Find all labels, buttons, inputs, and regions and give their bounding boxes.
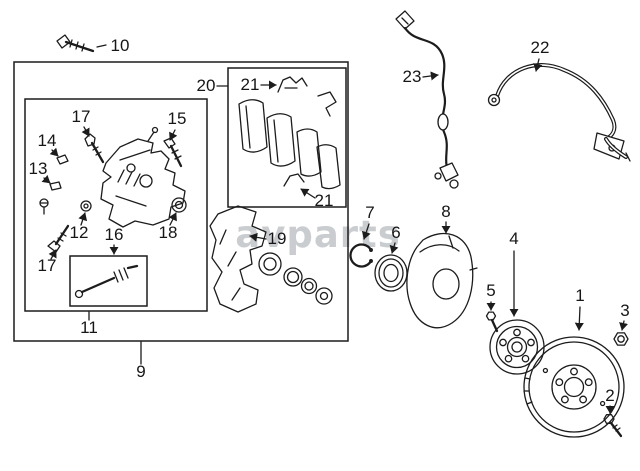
part-18-bushing-boot (168, 197, 187, 226)
part-12-sleeve (78, 200, 92, 226)
callout-18[interactable]: 18 (159, 223, 178, 242)
snap-ring-drawing (349, 223, 373, 268)
callout-10[interactable]: 10 (111, 36, 130, 55)
part-15-guide-bolt (163, 129, 183, 168)
brake-pads-drawing (238, 99, 341, 190)
leader-19 (249, 232, 267, 242)
callout-12[interactable]: 12 (70, 223, 89, 242)
part-3-nut (613, 320, 629, 346)
callout-23[interactable]: 23 (403, 67, 422, 86)
callout-20[interactable]: 20 (197, 76, 216, 95)
callout-8[interactable]: 8 (441, 202, 450, 221)
part-16-guide-pin (74, 244, 139, 299)
brake-rotor-drawing (523, 306, 625, 438)
part-17-lower-bolt (47, 224, 70, 260)
callout-2[interactable]: 2 (605, 386, 614, 405)
callout-6[interactable]: 6 (391, 223, 400, 242)
callout-17-lower[interactable]: 17 (38, 256, 57, 275)
abutment-clip (317, 91, 337, 117)
callout-7[interactable]: 7 (365, 203, 374, 222)
callout-3[interactable]: 3 (620, 301, 629, 320)
callout-14[interactable]: 14 (38, 131, 57, 150)
callout-13[interactable]: 13 (29, 159, 48, 178)
callout-9[interactable]: 9 (136, 362, 145, 381)
callout-11[interactable]: 11 (80, 318, 98, 337)
callout-21-upper[interactable]: 21 (241, 75, 260, 94)
piston-and-seals (258, 252, 333, 305)
callout-22[interactable]: 22 (531, 38, 550, 57)
abs-sensor-drawing (395, 10, 459, 189)
callout-21-lower[interactable]: 21 (315, 191, 334, 210)
part-10-bolt (56, 34, 107, 53)
part-17-upper-bolt (81, 126, 105, 164)
callout-19[interactable]: 19 (268, 229, 287, 248)
wheel-hub-drawing (489, 250, 545, 375)
callout-1[interactable]: 1 (575, 286, 584, 305)
part-2-bolt (603, 405, 623, 438)
part-13-clip (39, 174, 62, 215)
splash-shield-drawing (406, 221, 478, 329)
pad-clip-lower (283, 173, 316, 199)
watermark: avparts (235, 213, 401, 256)
assembly-box-11 (24, 98, 208, 321)
callout-4[interactable]: 4 (509, 229, 518, 248)
callout-17-upper[interactable]: 17 (72, 107, 91, 126)
assembly-box-9 (13, 61, 349, 365)
part-14-clip (49, 147, 69, 165)
brake-hose-drawing (487, 58, 631, 162)
caliper-body-drawing (100, 126, 186, 228)
caliper-bracket-drawing (209, 205, 267, 313)
brake-pad-box-20 (227, 67, 347, 208)
guide-pin-box (69, 255, 148, 307)
callout-15[interactable]: 15 (168, 109, 187, 128)
pad-clip-upper (260, 76, 308, 93)
callout-5[interactable]: 5 (486, 281, 495, 300)
part-5-bolt (485, 301, 499, 333)
callout-16[interactable]: 16 (105, 225, 124, 244)
